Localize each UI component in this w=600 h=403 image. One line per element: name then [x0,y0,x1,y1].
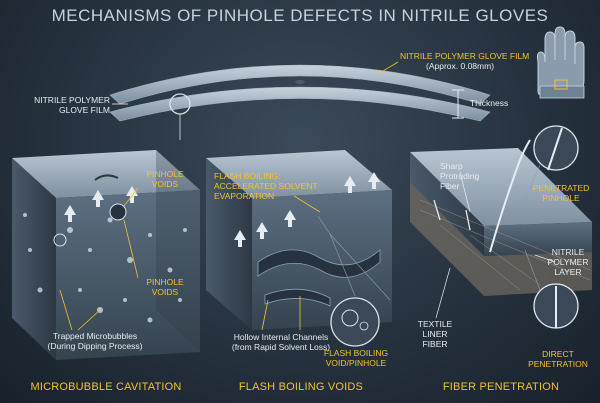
left-film-label: NITRILE POLYMER GLOVE FILM [14,95,110,116]
panel-flash-boiling-block [206,150,392,347]
microbubbles-label: Trapped Microbubbles (During Dipping Pro… [30,331,160,352]
left-film-label-line1: NITRILE POLYMER [34,95,110,105]
textile-line2: LINER [422,328,448,339]
left-film-label-line2: GLOVE FILM [58,104,110,115]
microbubbles-line2: (During Dipping Process) [47,340,143,351]
nitrile-layer-line2: POLYMER [547,256,589,267]
top-film-lower [109,80,491,122]
textile-label: TEXTILE LINER FIBER [410,319,460,349]
penetrated-line1: PENETRATED [532,183,590,193]
pinhole-voids-top-line2: VOIDS [151,178,179,189]
glove-icon [536,26,585,99]
panel-fiber-block [410,125,592,329]
thickness-label: Thickness [470,98,509,108]
pinhole-voids-top-line1: PINHOLE [146,169,184,179]
flash-boiling-line2: ACCELERATED SOLVENT [214,180,318,191]
panel-microbubble-block [12,150,200,360]
caption-fiber: FIBER PENETRATION [442,381,560,393]
sharp-fiber-line1: Sharp [440,161,463,171]
pinhole-voids-top-label: PINHOLE VOIDS [140,169,190,190]
pinhole-voids-bottom-line1: PINHOLE [146,277,184,287]
penetrated-label: PENETRATED PINHOLE [528,183,594,204]
direct-penetration-label: DIRECT PENETRATION [520,349,596,370]
flash-void-label: FLASH BOILING VOID/PINHOLE [318,348,394,369]
film-leader [377,61,399,75]
magnifier-icon [169,93,191,140]
sharp-fiber-line3: Fiber [440,180,460,191]
nitrile-layer-label: NITRILE POLYMER LAYER [540,247,596,277]
film-label-line2: (Approx. 0.08mm) [426,60,495,71]
diagram-title: MECHANISMS OF PINHOLE DEFECTS IN NITRILE… [51,6,549,25]
flash-void-line2: VOID/PINHOLE [325,357,387,368]
nitrile-layer-line1: NITRILE [551,247,585,257]
arrow-up-icon [64,186,138,222]
film-label-line1: NITRILE POLYMER GLOVE FILM [400,51,530,61]
flash-boiling-line1: FLASH BOILING: [214,171,281,181]
direct-line2: PENETRATION [528,358,588,369]
pinhole-voids-bottom-line2: VOIDS [151,286,179,297]
arrow-up-icon [234,172,380,247]
flash-boiling-line3: EVAPORATION [214,190,275,201]
channels-line1: Hollow Internal Channels [233,332,329,342]
film-label: NITRILE POLYMER GLOVE FILM (Approx. 0.08… [400,51,530,72]
pinhole-voids-bottom-label: PINHOLE VOIDS [140,277,190,298]
textile-line3: FIBER [422,338,448,349]
penetrated-line2: PINHOLE [542,192,580,203]
textile-line1: TEXTILE [417,319,453,329]
thickness-bracket [452,89,464,119]
sharp-fiber-line2: Protruding [440,170,480,181]
sharp-fiber-label: Sharp Protruding Fiber [440,161,480,191]
microbubbles-line1: Trapped Microbubbles [52,331,138,341]
caption-flash-boiling: FLASH BOILING VOIDS [238,381,364,393]
top-film-upper [109,64,491,105]
nitrile-layer-line3: LAYER [554,266,582,277]
channels-line2: (from Rapid Solvent Loss) [231,341,331,352]
caption-microbubble: MICROBUBBLE CAVITATION [30,381,182,393]
direct-line1: DIRECT [542,349,574,359]
channels-label: Hollow Internal Channels (from Rapid Sol… [222,332,340,353]
flash-boiling-label: FLASH BOILING: ACCELERATED SOLVENT EVAPO… [214,171,318,201]
flash-void-line1: FLASH BOILING [323,348,389,358]
